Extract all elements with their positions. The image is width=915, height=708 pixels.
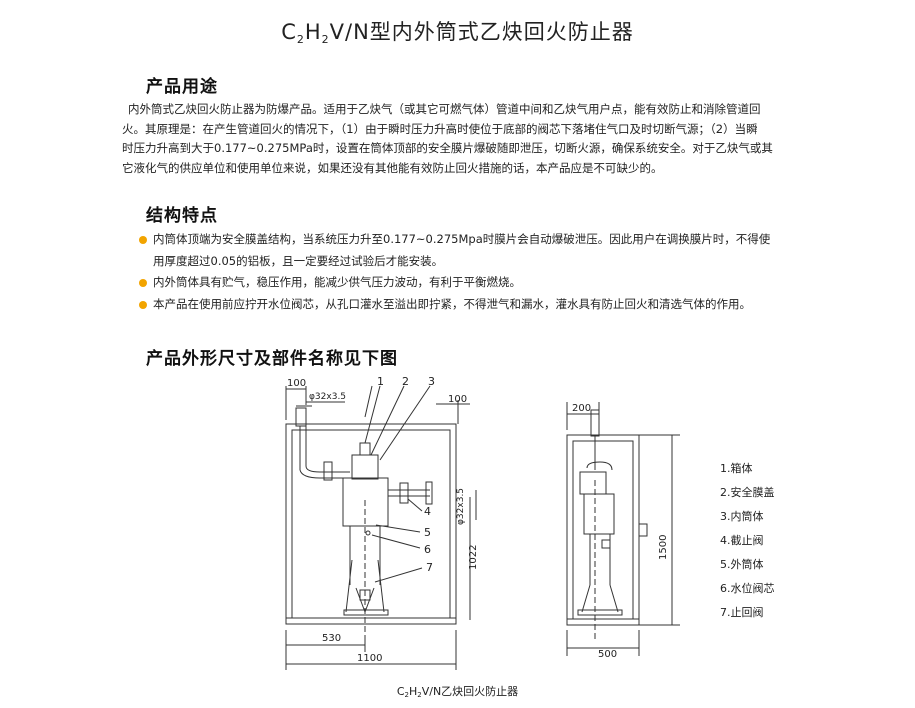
- part-label: 4.截止阀: [720, 533, 764, 547]
- outer-cylinder: [342, 477, 389, 527]
- callout-7: 7: [426, 561, 433, 574]
- bullet-icon: [139, 279, 147, 287]
- figure-caption: C2H2V/N乙炔回火防止器: [396, 685, 519, 699]
- cabinet-side: [566, 434, 640, 626]
- callout-5: 5: [424, 526, 431, 539]
- stop-valve: [399, 482, 409, 504]
- part-label: 2.安全膜盖: [720, 485, 775, 499]
- dim-label: φ32x3.5: [456, 488, 466, 525]
- features-list: 内筒体顶端为安全膜盖结构，当系统压力升至0.177~0.275Mpa时膜片会自动…: [138, 229, 878, 315]
- part-label: 6.水位阀芯: [720, 581, 775, 595]
- callout-2: 2: [402, 375, 409, 388]
- features-heading: 结构特点: [146, 206, 218, 226]
- safety-cap: [359, 442, 371, 456]
- dim-label: 500: [598, 649, 617, 660]
- drawing-heading: 产品外形尺寸及部件名称见下图: [146, 349, 398, 369]
- part-label: 3.内筒体: [720, 509, 764, 523]
- bullet-icon: [139, 300, 147, 309]
- dim-label: 530: [322, 633, 341, 644]
- usage-line: 火。其原理是：在产生管道回火的情况下，（1）由于瞬时压力升高时使位于底部的阀芯下…: [122, 121, 758, 136]
- bullet-icon: [139, 236, 147, 244]
- dim-label: 100: [287, 378, 306, 389]
- dim-label: 100: [448, 394, 467, 405]
- inlet-pipe: [295, 407, 307, 427]
- dim-label: 1022: [468, 545, 479, 570]
- inner-cylinder: [351, 454, 379, 480]
- usage-heading: 产品用途: [146, 77, 218, 97]
- callout-1: 1: [377, 375, 384, 388]
- callout-3: 3: [428, 375, 435, 388]
- usage-line: 它液化气的供应单位和使用单位来说，如果还没有其他能有效防止回火措施的话，本产品应…: [122, 160, 663, 175]
- usage-line: 时压力升高到大于0.177~0.275MPa时，设置在筒体顶部的安全膜片爆破随即…: [122, 141, 773, 155]
- callout-4: 4: [424, 505, 431, 518]
- dim-label: 200: [572, 403, 591, 414]
- cabinet-frame: [285, 423, 457, 625]
- page-title: C2H2V/N型内外筒式乙炔回火防止器: [281, 20, 634, 46]
- list-item: 内筒体顶端为安全膜盖结构，当系统压力升至0.177~0.275Mpa时膜片会自动…: [138, 229, 878, 272]
- part-label: 1.箱体: [720, 461, 753, 475]
- part-label: 7.止回阀: [720, 605, 764, 619]
- list-item: 内外筒体具有贮气，稳压作用，能减少供气压力波动，有利于平衡燃烧。: [138, 272, 878, 294]
- usage-line: 内外筒式乙炔回火防止器为防爆产品。适用于乙炔气（或其它可燃气体）管道中间和乙炔气…: [128, 102, 761, 116]
- list-item: 本产品在使用前应拧开水位阀芯，从孔口灌水至溢出即拧紧，不得泄气和漏水，灌水具有防…: [138, 294, 878, 316]
- dim-label: φ32x3.5: [309, 392, 346, 402]
- callout-6: 6: [424, 543, 431, 556]
- dim-label: 1100: [357, 653, 382, 664]
- usage-paragraph: 内外筒式乙炔回火防止器为防爆产品。适用于乙炔气（或其它可燃气体）管道中间和乙炔气…: [120, 100, 882, 178]
- dim-label: 1500: [658, 535, 669, 560]
- part-label: 5.外筒体: [720, 557, 764, 571]
